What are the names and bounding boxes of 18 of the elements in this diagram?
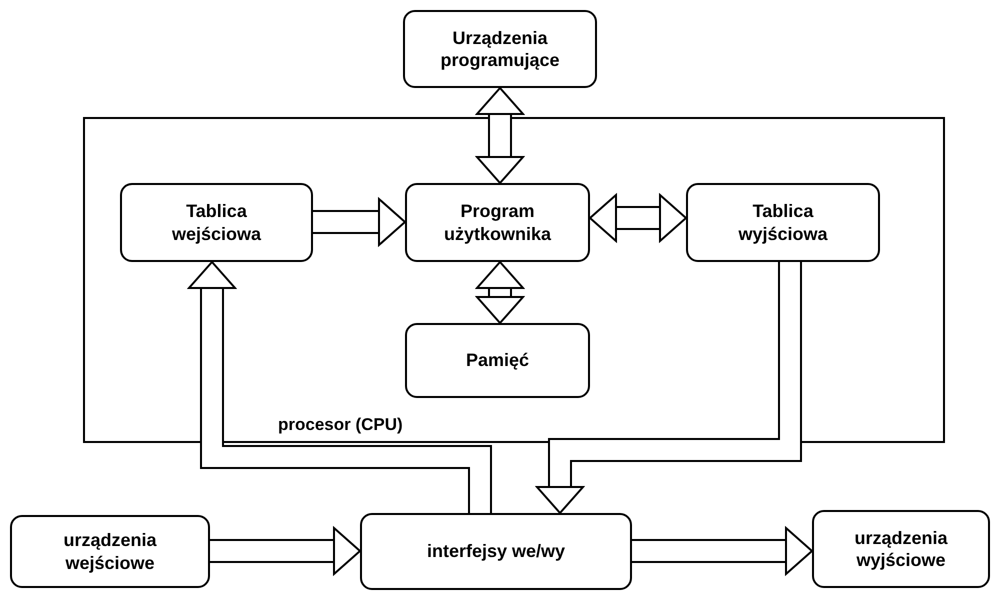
node-label: urządzenia wejściowe: [62, 529, 158, 574]
node-label: Pamięć: [466, 349, 530, 372]
node-label: Tablica wejściowa: [170, 200, 262, 245]
process-box: [405, 323, 590, 398]
node-label: interfejsy we/wy: [426, 540, 566, 563]
process-box: [405, 183, 590, 262]
cpu-frame: [83, 117, 945, 443]
node-label: Tablica wyjściowa: [737, 200, 829, 245]
process-box: [120, 183, 313, 262]
process-box: [812, 510, 990, 588]
group-label: procesor (CPU): [278, 414, 403, 436]
node-label: Program użytkownika: [442, 200, 552, 245]
process-box: [10, 515, 210, 588]
process-box: [360, 513, 632, 590]
process-box: [686, 183, 880, 262]
process-box: [403, 10, 597, 88]
node-label: urządzenia wyjściowe: [853, 526, 949, 572]
node-label: Urządzenia programujące: [439, 26, 561, 72]
